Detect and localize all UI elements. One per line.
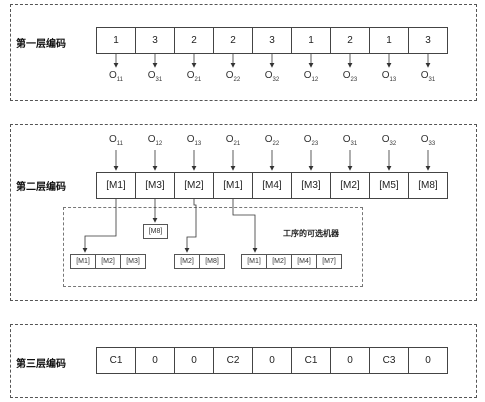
single-option-box: [M8]: [143, 224, 168, 239]
layer1-operation: O11: [108, 70, 123, 83]
machine-options-panel: [63, 207, 363, 287]
group-a-option-cell: [M3]: [120, 254, 146, 269]
layer2-operation: O12: [147, 134, 163, 147]
option-group-c: [M1][M2][M4][M7]: [241, 254, 342, 269]
layer1-operation: O21: [186, 70, 202, 83]
option-group-b: [M2][M8]: [174, 254, 225, 269]
layer2-code-cell: [M4]: [252, 172, 292, 199]
group-a-option-cell: [M2]: [95, 254, 121, 269]
option-group-a: [M1][M2][M3]: [70, 254, 146, 269]
layer1-operation: O22: [225, 70, 241, 83]
layer3-label: 第三层编码: [16, 359, 66, 370]
layer3-code-cell: C2: [213, 347, 253, 374]
layer1-code-cell: 2: [213, 27, 253, 54]
layer2-operation: O33: [420, 134, 436, 147]
connector-o13-options: [184, 199, 197, 253]
layer2-code-cell: [M8]: [408, 172, 448, 199]
connector-o21-options: [232, 199, 258, 253]
layer3-code-cell: C1: [96, 347, 136, 374]
layer2-operation: O22: [264, 134, 280, 147]
layer2-operation: O13: [186, 134, 202, 147]
layer2-operation: O11: [108, 134, 123, 147]
layer1-operation: O12: [303, 70, 319, 83]
group-c-option-cell: [M7]: [316, 254, 342, 269]
layer2-panel: [10, 124, 477, 301]
layer2-code-row: [M1][M3][M2][M1][M4][M3][M2][M5][M8]: [96, 172, 448, 199]
layer3-code-cell: C1: [291, 347, 331, 374]
layer1-code-cell: 3: [408, 27, 448, 54]
layer2-operation: O32: [381, 134, 397, 147]
connector-o11-options: [82, 199, 117, 253]
layer1-code-cell: 2: [174, 27, 214, 54]
layer1-code-cell: 3: [252, 27, 292, 54]
layer3-panel: [10, 324, 477, 398]
layer1-operation: O31: [420, 70, 436, 83]
layer1-operation: O31: [147, 70, 163, 83]
layer3-code-cell: C3: [369, 347, 409, 374]
layer3-code-cell: 0: [330, 347, 370, 374]
layer1-panel: [10, 4, 477, 101]
layer1-code-cell: 2: [330, 27, 370, 54]
layer2-label: 第二层编码: [16, 182, 66, 193]
layer2-operation: O21: [225, 134, 241, 147]
group-b-option-cell: [M2]: [174, 254, 200, 269]
layer2-operation: O23: [303, 134, 319, 147]
layer2-code-cell: [M1]: [213, 172, 253, 199]
layer1-operation: O23: [342, 70, 358, 83]
layer1-label: 第一层编码: [16, 39, 66, 50]
single-option-cell: [M8]: [143, 224, 168, 239]
layer2-code-cell: [M1]: [96, 172, 136, 199]
machine-options-title: 工序的可选机器: [283, 228, 339, 238]
layer1-operation: O32: [264, 70, 280, 83]
layer3-code-cell: 0: [408, 347, 448, 374]
layer3-code-cell: 0: [135, 347, 175, 374]
group-b-option-cell: [M8]: [199, 254, 225, 269]
layer1-code-cell: 1: [291, 27, 331, 54]
layer2-operation: O31: [342, 134, 358, 147]
layer1-operation: O13: [381, 70, 397, 83]
